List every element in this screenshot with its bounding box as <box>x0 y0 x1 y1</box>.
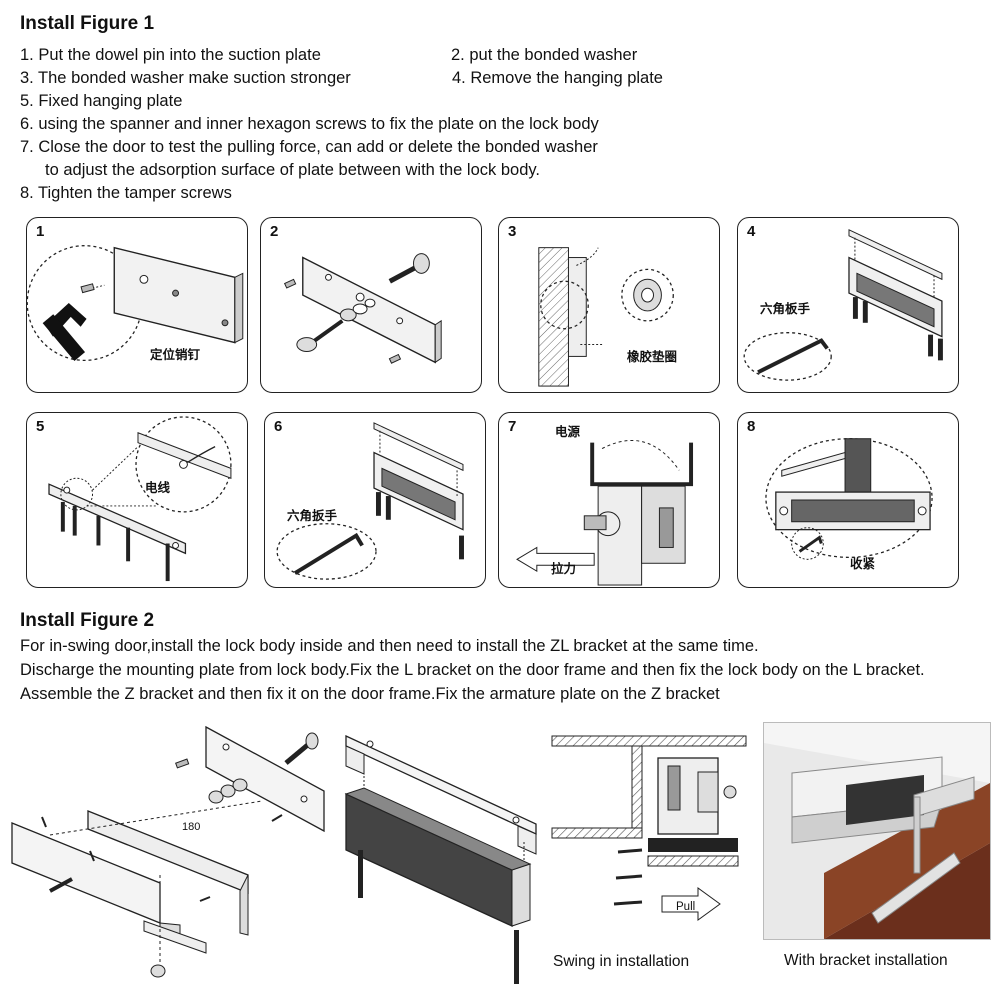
dimension-label: 180 <box>182 821 201 833</box>
bracket-exploded-view: 180 <box>10 715 330 995</box>
install-panel-6: 6 六角扳手 <box>264 412 486 588</box>
install-panel-5: 5 电线 <box>26 412 248 588</box>
install-panel-2: 2 <box>260 217 482 393</box>
hex-spanner-illustration <box>276 422 464 580</box>
step-3: 3. The bonded washer make suction strong… <box>20 69 351 87</box>
install-panel-8: 8 收紧 <box>737 412 959 588</box>
panel-number: 2 <box>270 223 279 240</box>
bonded-washer-illustration <box>283 253 442 364</box>
figure2-line-1: For in-swing door,install the lock body … <box>20 637 759 655</box>
panel-number: 4 <box>747 223 756 240</box>
panel-label: 电线 <box>145 481 171 495</box>
step-7: 7. Close the door to test the pulling fo… <box>20 138 598 156</box>
step-6: 6. using the spanner and inner hexagon s… <box>20 115 599 133</box>
panel-label: 六角扳手 <box>287 509 338 523</box>
install-panel-3: 3 橡胶垫圈 <box>498 217 720 393</box>
pull-test-illustration <box>516 440 694 586</box>
swing-in-section-view: Pull <box>548 728 748 938</box>
swing-in-caption: Swing in installation <box>553 953 690 970</box>
panel-number: 8 <box>747 418 756 435</box>
step-4: 4. Remove the hanging plate <box>452 69 663 87</box>
bracket-installation-caption: With bracket installation <box>784 952 948 969</box>
hanging-plate-illustration <box>48 416 232 582</box>
pull-label: Pull <box>676 901 696 913</box>
install-panel-4: 4 六角板手 <box>737 217 959 393</box>
lock-body-view <box>340 720 540 995</box>
figure2-line-3: Assemble the Z bracket and then fix it o… <box>20 685 720 703</box>
panel-label: 电源 <box>555 425 581 439</box>
pull-force-label: 拉力 <box>551 562 577 576</box>
figure2-title: Install Figure 2 <box>20 610 155 631</box>
tamper-screw-illustration <box>765 438 933 560</box>
step-8: 8. Tighten the tamper screws <box>20 184 232 202</box>
panel-number: 5 <box>36 418 45 435</box>
panel-label: 六角板手 <box>760 302 811 316</box>
panel-number: 6 <box>274 418 283 435</box>
rubber-washer-illustration <box>538 247 674 387</box>
panel-number: 3 <box>508 223 517 240</box>
bracket-installation-photo <box>763 722 991 940</box>
step-2: 2. put the bonded washer <box>451 46 638 64</box>
step-5: 5. Fixed hanging plate <box>20 92 183 110</box>
panel-label: 收紧 <box>850 557 876 571</box>
install-panel-1: 1 定位销钉 <box>26 217 248 393</box>
panel-label: 定位销钉 <box>150 348 201 362</box>
figure1-title: Install Figure 1 <box>20 13 155 34</box>
step-7-cont: to adjust the adsorption surface of plat… <box>45 161 540 179</box>
hex-wrench-illustration <box>743 229 943 381</box>
figure2-line-2: Discharge the mounting plate from lock b… <box>20 661 925 679</box>
step-1: 1. Put the dowel pin into the suction pl… <box>20 46 321 64</box>
dowel-pin-illustration <box>27 245 244 362</box>
install-panel-7: 7 电源 拉力 <box>498 412 720 588</box>
panel-number: 1 <box>36 223 45 240</box>
panel-label: 橡胶垫圈 <box>627 350 678 364</box>
panel-number: 7 <box>508 418 517 435</box>
